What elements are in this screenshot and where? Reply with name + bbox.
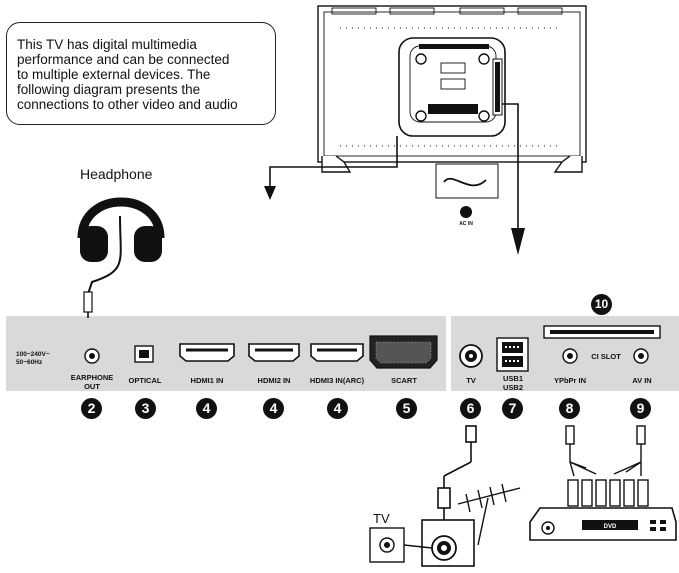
hdmi2-label: HDMI2 IN (257, 376, 291, 385)
power-rating-label: 100~240V~ 50~60Hz (16, 351, 50, 366)
tv-antenna-port (459, 344, 483, 368)
badge-4-hdmi1: 4 (196, 398, 217, 419)
antenna-icon (457, 483, 521, 546)
scart-label: SCART (391, 376, 417, 385)
earphone-port (84, 348, 100, 364)
headphone-icon (77, 197, 165, 318)
tv-back-illustration (317, 5, 587, 218)
badge-3: 3 (135, 398, 156, 419)
arrow-head-right (511, 228, 525, 255)
optical-label: OPTICAL (128, 376, 162, 385)
connection-arrows (269, 103, 519, 228)
badge-2: 2 (81, 398, 102, 419)
usb-label: USB1 USB2 (502, 374, 523, 392)
hdmi1-port (179, 343, 235, 362)
badge-7: 7 (502, 398, 523, 419)
ci-slot-label: CI SLOT (591, 352, 621, 361)
arrow-head-left (264, 186, 276, 200)
badge-4-hdmi3: 4 (327, 398, 348, 419)
headphone-label: Headphone (80, 166, 153, 182)
tv-port-label: TV (466, 376, 476, 385)
badge-6: 6 (460, 398, 481, 419)
ac-in-label: AC IN (459, 221, 473, 227)
ypbpr-port (562, 348, 578, 364)
badge-8: 8 (559, 398, 580, 419)
badge-9: 9 (630, 398, 651, 419)
hdmi2-port (248, 343, 300, 362)
earphone-out-label: EARPHONE OUT (70, 373, 114, 391)
wall-socket (369, 519, 475, 567)
scart-port (369, 335, 438, 369)
av-in-label: AV IN (632, 376, 652, 385)
usb-ports (496, 337, 529, 372)
hdmi3-port (310, 343, 364, 362)
antenna-cable (437, 425, 477, 520)
ci-slot (543, 325, 661, 339)
hdmi3-label: HDMI3 IN(ARC) (309, 376, 365, 385)
rca-cables (565, 425, 649, 507)
dvd-player-icon (529, 507, 677, 541)
av-in-port (633, 348, 649, 364)
badge-5: 5 (396, 398, 417, 419)
hdmi1-label: HDMI1 IN (190, 376, 224, 385)
intro-text-box: This TV has digital multimedia performan… (6, 22, 276, 125)
badge-10: 10 (591, 294, 612, 315)
tv-wall-label: TV (373, 511, 390, 526)
optical-port (134, 345, 154, 363)
badge-4-hdmi2: 4 (263, 398, 284, 419)
ypbpr-label: YPbPr IN (553, 376, 587, 385)
dvd-label: DVD (604, 524, 617, 530)
